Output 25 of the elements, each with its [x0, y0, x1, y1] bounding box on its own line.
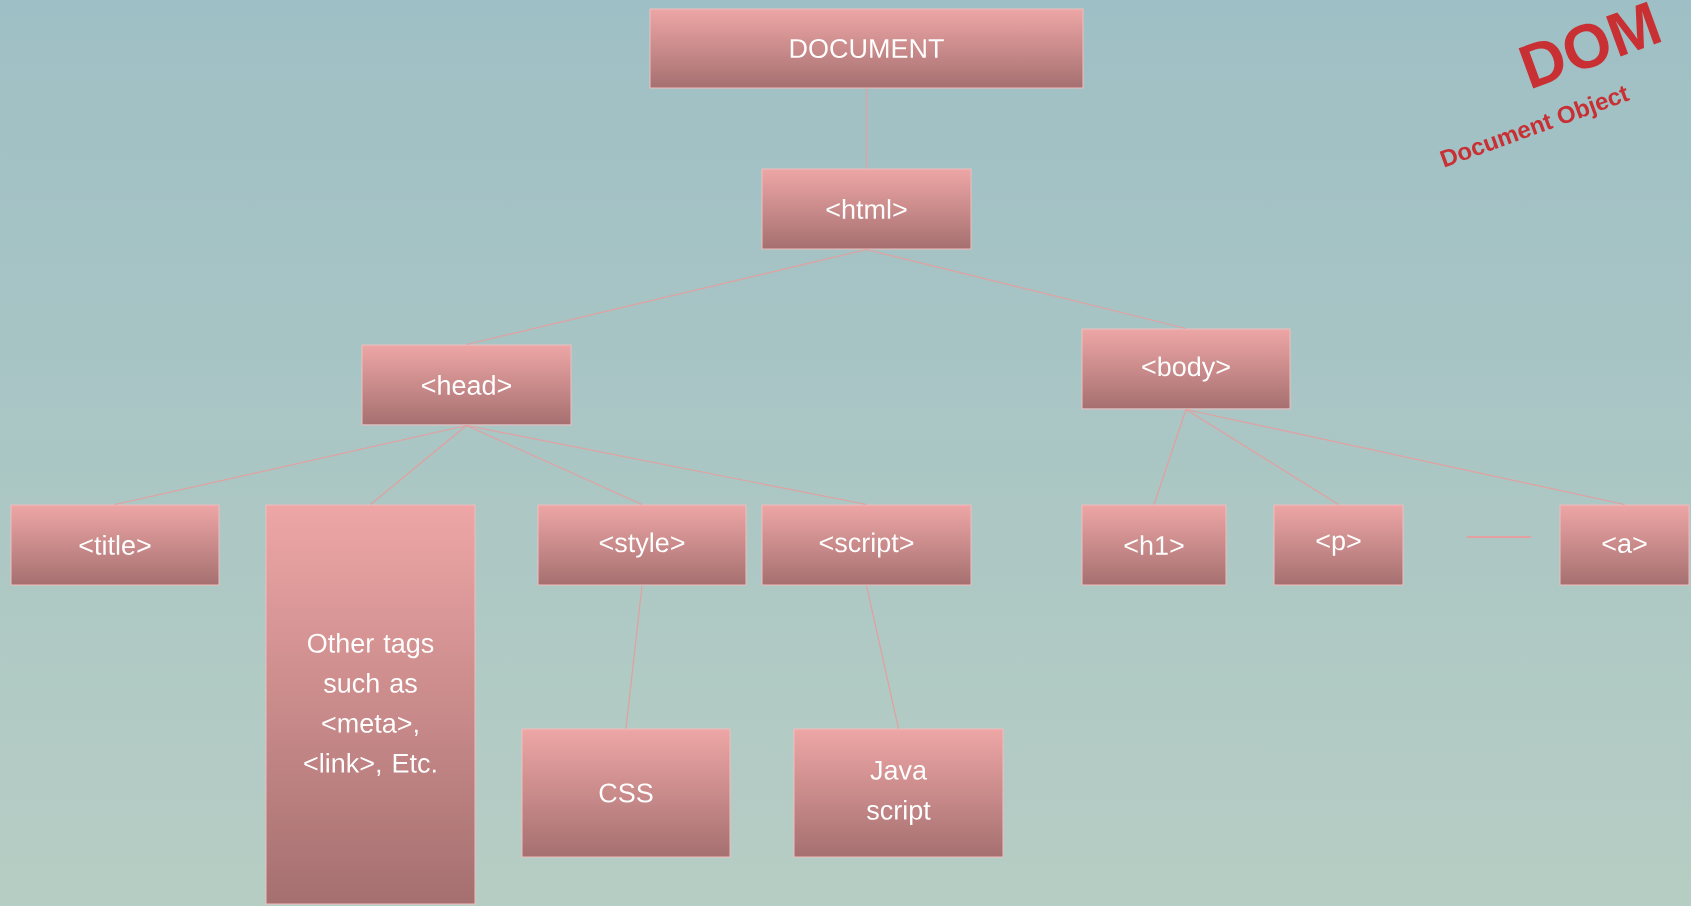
tag-box: <script> [761, 504, 972, 586]
tag-box: <style> [537, 504, 747, 586]
tag-box: Java script [793, 728, 1004, 858]
tag-box: <title> [10, 504, 220, 586]
connector-line [865, 87, 868, 170]
connector-line [865, 584, 900, 730]
tag-box: <html> [761, 168, 972, 250]
connector-line [1153, 408, 1187, 506]
connector-line [865, 248, 1187, 330]
connector-line [625, 584, 643, 730]
tag-box: <a> [1559, 504, 1690, 586]
connector-line [369, 424, 468, 506]
tag-box: Other tags such as <meta>, <link>, Etc. [265, 504, 476, 905]
tag-box: <h1> [1081, 504, 1227, 586]
tag-box: <head> [361, 344, 572, 426]
connector-line [1185, 408, 1340, 506]
tag-box: <p> [1273, 504, 1404, 586]
tag-box: CSS [521, 728, 731, 858]
tag-box: <body> [1081, 328, 1291, 410]
connector-line [114, 424, 468, 506]
connector-line [1185, 408, 1626, 506]
tag-box: DOCUMENT [649, 8, 1084, 89]
connector-line [465, 424, 868, 506]
connector-line [465, 248, 868, 346]
connector-line [465, 424, 643, 506]
